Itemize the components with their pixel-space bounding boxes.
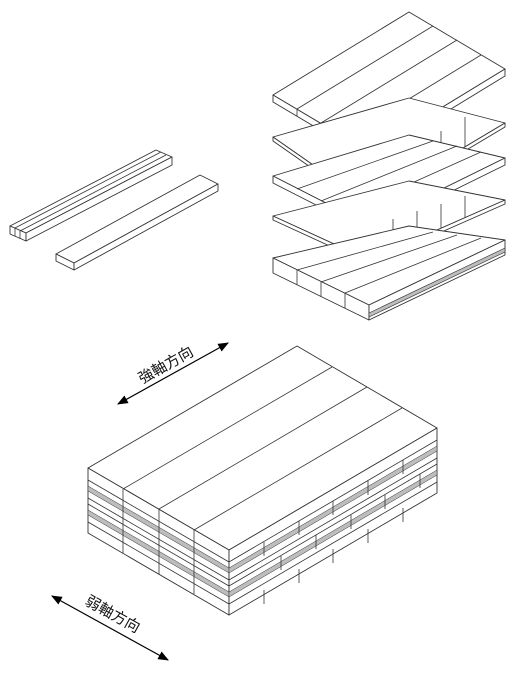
lamina-board-laminated (9, 149, 173, 242)
exploded-clt-layers (272, 11, 506, 321)
weak-axis-indicator: 弱軸方向 (51, 592, 169, 661)
single-lamina-boards (9, 149, 219, 271)
assembled-clt-panel (87, 345, 438, 616)
strong-axis-indicator: 強軸方向 (117, 342, 229, 405)
weak-axis-arrow (51, 595, 169, 661)
layer-1-longitudinal (272, 225, 506, 321)
lamina-board-single (55, 174, 219, 271)
strong-axis-arrow (117, 342, 229, 405)
